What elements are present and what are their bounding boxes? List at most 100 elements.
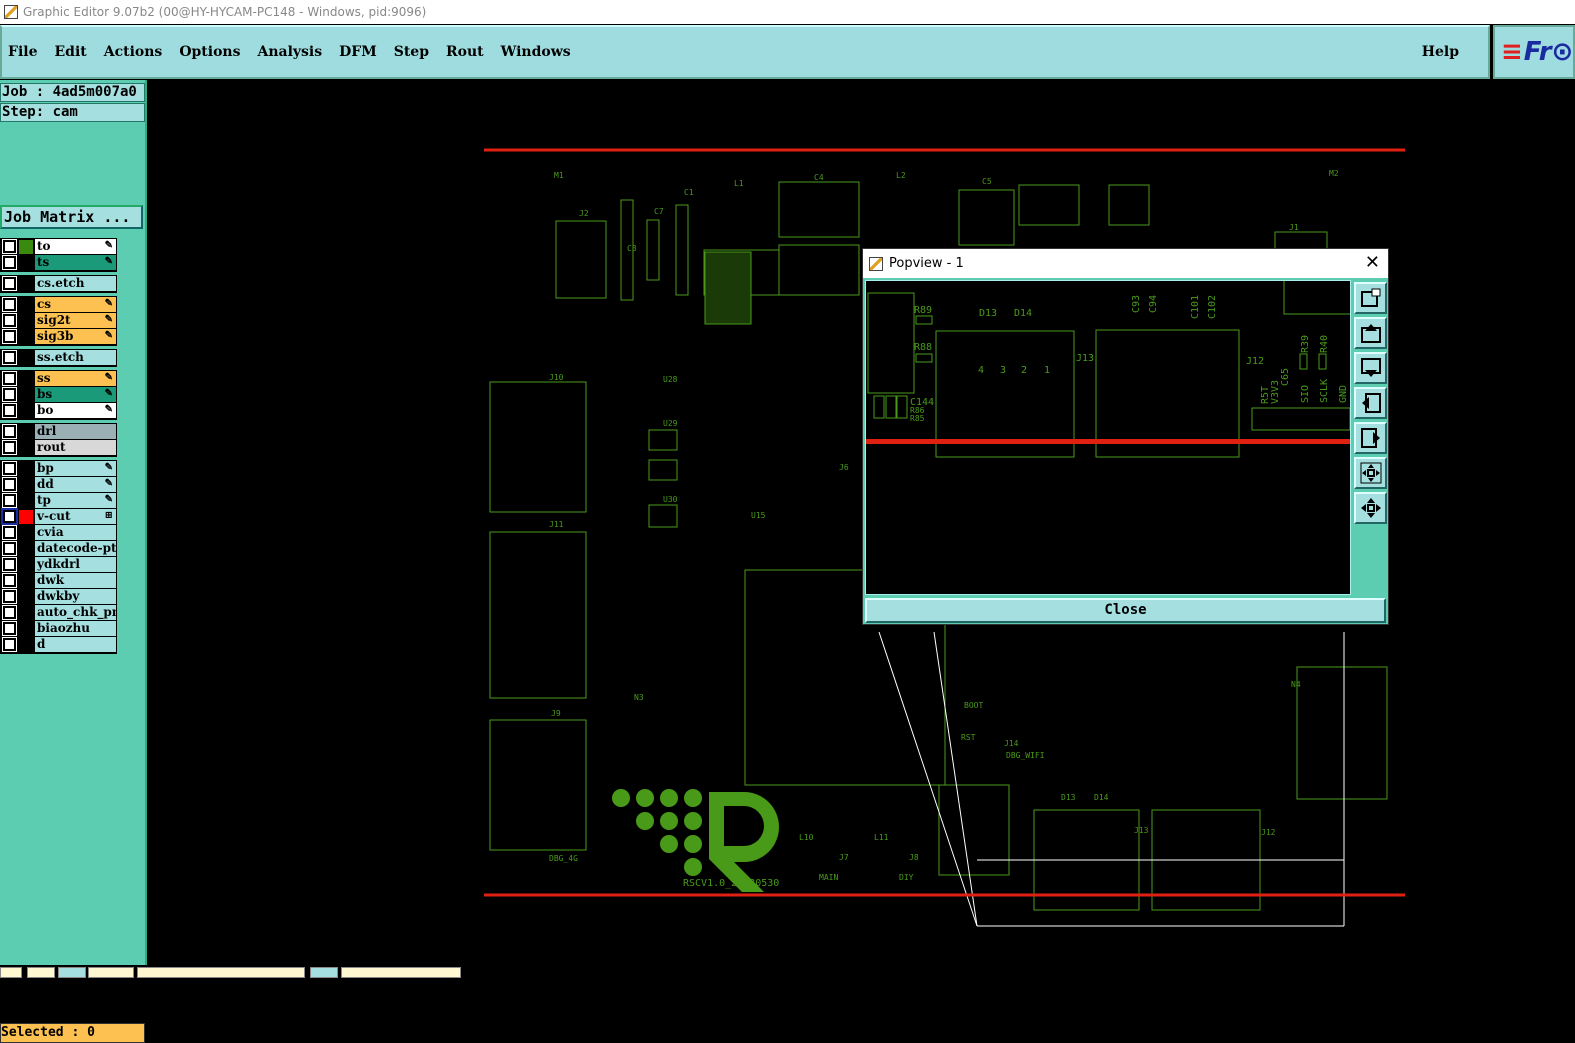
layer-name[interactable]: tp✎ xyxy=(35,493,116,508)
layer-checkbox[interactable] xyxy=(2,573,17,588)
layer-row-drl[interactable]: drl xyxy=(1,424,116,440)
layer-name[interactable]: bo✎ xyxy=(35,403,116,418)
layer-color-swatch[interactable] xyxy=(19,298,33,312)
layer-checkbox[interactable] xyxy=(2,477,17,492)
layer-row-to[interactable]: to✎ xyxy=(1,239,116,255)
menu-rout[interactable]: Rout xyxy=(446,44,484,60)
pan-down-button[interactable] xyxy=(1354,352,1387,384)
zoom-window-button[interactable] xyxy=(1354,282,1387,314)
layer-color-swatch[interactable] xyxy=(19,590,33,604)
menu-step[interactable]: Step xyxy=(393,44,429,60)
layer-checkbox[interactable] xyxy=(2,371,17,386)
layer-name[interactable]: to✎ xyxy=(35,239,116,254)
bottom-button[interactable] xyxy=(310,967,338,978)
layer-row-tp[interactable]: tp✎ xyxy=(1,493,116,509)
pan-up-button[interactable] xyxy=(1354,317,1387,349)
layer-color-swatch[interactable] xyxy=(19,574,33,588)
layer-row-cs.etch[interactable]: cs.etch xyxy=(1,276,116,292)
layer-row-bp[interactable]: bp✎ xyxy=(1,461,116,477)
layer-checkbox[interactable] xyxy=(2,493,17,508)
layer-color-swatch[interactable] xyxy=(19,510,33,524)
layer-color-swatch[interactable] xyxy=(19,351,33,365)
layer-name[interactable]: biaozhu xyxy=(35,621,116,636)
layer-row-d[interactable]: d xyxy=(1,637,116,653)
layer-color-swatch[interactable] xyxy=(19,606,33,620)
layer-row-bs[interactable]: bs✎ xyxy=(1,387,116,403)
layer-color-swatch[interactable] xyxy=(19,494,33,508)
layer-name[interactable]: cs.etch xyxy=(35,276,116,291)
menu-options[interactable]: Options xyxy=(179,44,241,60)
layer-checkbox[interactable] xyxy=(2,297,17,312)
layer-checkbox[interactable] xyxy=(2,541,17,556)
layer-row-dwkby[interactable]: dwkby xyxy=(1,589,116,605)
layer-row-ss.etch[interactable]: ss.etch xyxy=(1,350,116,366)
layer-name[interactable]: cs✎ xyxy=(35,297,116,312)
zoom-fit-button[interactable] xyxy=(1354,457,1387,489)
menu-file[interactable]: File xyxy=(8,44,38,60)
bottom-input[interactable] xyxy=(137,967,305,978)
layer-row-auto_chk_pnl[interactable]: auto_chk_pnl xyxy=(1,605,116,621)
layer-name[interactable]: drl xyxy=(35,424,116,439)
layer-name[interactable]: datecode-pt xyxy=(35,541,116,556)
layer-row-v-cut[interactable]: v-cut⊞ xyxy=(1,508,116,525)
layer-row-dd[interactable]: dd✎ xyxy=(1,477,116,493)
layer-name[interactable]: sig3b✎ xyxy=(35,329,116,344)
bottom-field[interactable] xyxy=(27,967,55,978)
layer-name[interactable]: auto_chk_pnl xyxy=(35,605,116,620)
layer-checkbox[interactable] xyxy=(2,255,17,270)
layer-name[interactable]: bp✎ xyxy=(35,461,116,476)
layer-color-swatch[interactable] xyxy=(19,462,33,476)
layer-color-swatch[interactable] xyxy=(19,526,33,540)
layer-name[interactable]: ss✎ xyxy=(35,371,116,386)
layer-row-ss[interactable]: ss✎ xyxy=(1,371,116,387)
pan-right-button[interactable] xyxy=(1354,422,1387,454)
menu-dfm[interactable]: DFM xyxy=(339,44,377,60)
menu-analysis[interactable]: Analysis xyxy=(257,44,323,60)
layer-row-sig3b[interactable]: sig3b✎ xyxy=(1,329,116,345)
close-button[interactable]: Close xyxy=(865,598,1386,623)
bottom-field[interactable] xyxy=(0,967,22,978)
close-icon[interactable]: ✕ xyxy=(1364,252,1380,273)
layer-row-datecode-pt[interactable]: datecode-pt xyxy=(1,541,116,557)
layer-checkbox[interactable] xyxy=(1,508,18,525)
layer-name[interactable]: sig2t✎ xyxy=(35,313,116,328)
layer-row-cvia[interactable]: cvia xyxy=(1,525,116,541)
layer-checkbox[interactable] xyxy=(2,440,17,455)
menu-actions[interactable]: Actions xyxy=(103,44,163,60)
layer-color-swatch[interactable] xyxy=(19,240,33,254)
layer-checkbox[interactable] xyxy=(2,557,17,572)
pan-center-button[interactable] xyxy=(1354,492,1387,524)
layer-row-dwk[interactable]: dwk xyxy=(1,573,116,589)
layer-name[interactable]: rout xyxy=(35,440,116,455)
layer-color-swatch[interactable] xyxy=(19,372,33,386)
menu-windows[interactable]: Windows xyxy=(500,44,571,60)
layer-name[interactable]: v-cut⊞ xyxy=(35,509,116,524)
layer-checkbox[interactable] xyxy=(2,387,17,402)
layer-name[interactable]: cvia xyxy=(35,525,116,540)
layer-name[interactable]: d xyxy=(35,637,116,652)
layer-checkbox[interactable] xyxy=(2,239,17,254)
layer-name[interactable]: dwkby xyxy=(35,589,116,604)
layer-checkbox[interactable] xyxy=(2,276,17,291)
layer-color-swatch[interactable] xyxy=(19,542,33,556)
layer-name[interactable]: ydkdrl xyxy=(35,557,116,572)
layer-row-bo[interactable]: bo✎ xyxy=(1,403,116,419)
bottom-field[interactable] xyxy=(341,967,461,978)
layer-color-swatch[interactable] xyxy=(19,330,33,344)
layer-checkbox[interactable] xyxy=(2,424,17,439)
layer-row-cs[interactable]: cs✎ xyxy=(1,297,116,313)
popview-canvas[interactable]: R89 R88 D13 D14 C93 C94 C101 C102 J13 J1… xyxy=(865,280,1351,595)
layer-row-sig2t[interactable]: sig2t✎ xyxy=(1,313,116,329)
layer-row-ydkdrl[interactable]: ydkdrl xyxy=(1,557,116,573)
layer-name[interactable]: ss.etch xyxy=(35,350,116,365)
layer-checkbox[interactable] xyxy=(2,461,17,476)
layer-checkbox[interactable] xyxy=(2,350,17,365)
layer-color-swatch[interactable] xyxy=(19,404,33,418)
layer-color-swatch[interactable] xyxy=(19,388,33,402)
layer-name[interactable]: bs✎ xyxy=(35,387,116,402)
menu-edit[interactable]: Edit xyxy=(54,44,87,60)
layer-row-biaozhu[interactable]: biaozhu xyxy=(1,621,116,637)
layer-color-swatch[interactable] xyxy=(19,441,33,455)
layer-name[interactable]: dwk xyxy=(35,573,116,588)
